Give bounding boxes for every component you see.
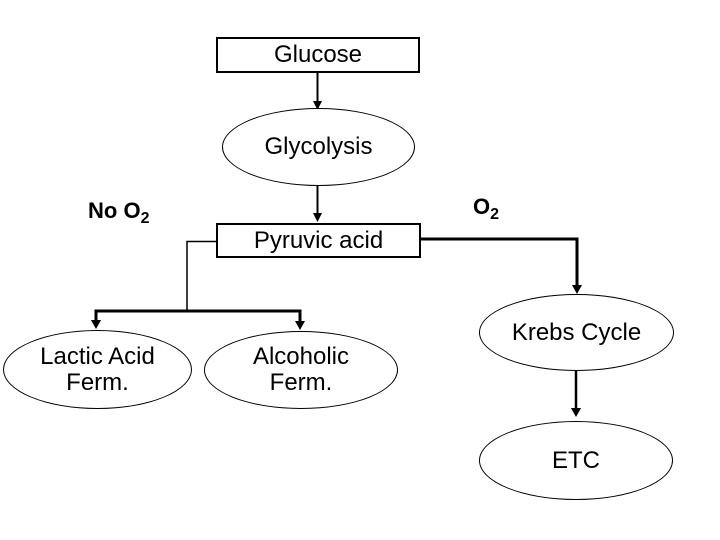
arrow-glycolysis-to-pyruvic bbox=[313, 186, 322, 222]
node-krebs-cycle: Krebs Cycle bbox=[479, 294, 674, 371]
node-lactic-acid-ferm-line2: Ferm. bbox=[66, 368, 129, 396]
branch-to-fermentations bbox=[91, 309, 305, 330]
node-alcoholic-ferm: Alcoholic Ferm. bbox=[204, 331, 398, 409]
node-pyruvic-acid: Pyruvic acid bbox=[216, 223, 421, 258]
node-lactic-acid-ferm-line1: Lactic Acid bbox=[40, 342, 155, 370]
node-glucose-label: Glucose bbox=[273, 41, 363, 68]
condition-label-o2: O2 bbox=[473, 194, 499, 224]
node-etc-label: ETC bbox=[552, 446, 600, 474]
arrow-glucose-to-glycolysis bbox=[313, 72, 322, 110]
node-etc: ETC bbox=[479, 421, 673, 500]
node-alcoholic-ferm-line1: Alcoholic bbox=[252, 343, 350, 370]
node-pyruvic-acid-label: Pyruvic acid bbox=[253, 226, 384, 254]
condition-label-no-o2: No O2 bbox=[88, 198, 149, 228]
condition-label-o2-subscript: 2 bbox=[490, 206, 500, 223]
node-krebs-cycle-label: Krebs Cycle bbox=[511, 318, 642, 346]
condition-label-no-o2-text: No O bbox=[88, 198, 141, 223]
node-alcoholic-ferm-line2: Ferm. bbox=[269, 369, 333, 396]
arrow-pyruvic-to-krebs bbox=[421, 237, 582, 294]
connector-pyruvic-to-branch bbox=[186, 240, 216, 311]
node-glucose: Glucose bbox=[216, 37, 420, 73]
node-glycolysis: Glycolysis bbox=[222, 108, 415, 186]
condition-label-o2-text: O bbox=[473, 194, 491, 219]
condition-label-no-o2-subscript: 2 bbox=[140, 210, 150, 227]
arrow-krebs-to-etc bbox=[571, 370, 581, 417]
node-lactic-acid-ferm: Lactic Acid Ferm. bbox=[3, 330, 192, 409]
node-glycolysis-label: Glycolysis bbox=[264, 133, 373, 160]
